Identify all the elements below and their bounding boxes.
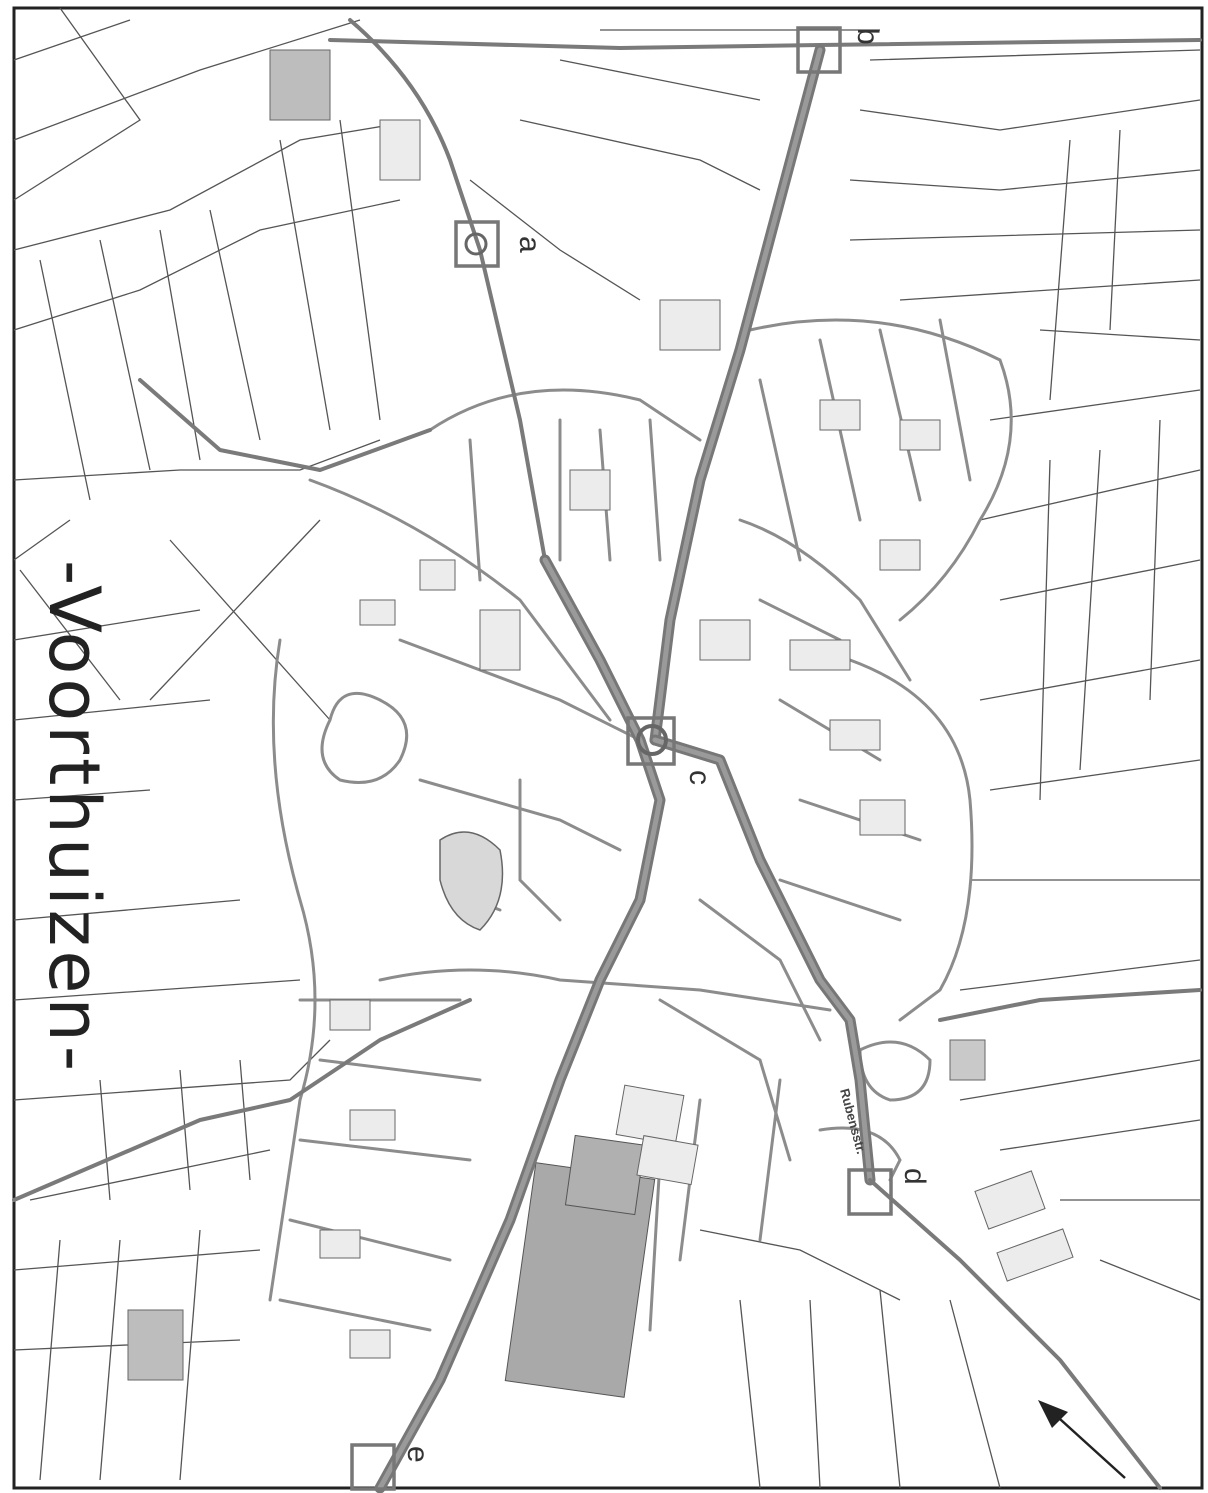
- north-arrow-icon: [1038, 1400, 1126, 1479]
- marker-box-d: [847, 1168, 893, 1216]
- marker-label-c: c: [683, 770, 716, 785]
- marker-label-d: d: [898, 1168, 931, 1185]
- marker-label-e: e: [401, 1446, 434, 1463]
- marker-label-b: b: [851, 28, 884, 45]
- building-blocks: [319, 119, 1074, 1359]
- roundabout-icon: [636, 724, 668, 756]
- town-title: -Voorthuizen-: [33, 560, 115, 1075]
- marker-box-b: [796, 26, 842, 74]
- field-parcels: [13, 7, 1201, 1489]
- pond: [439, 831, 504, 931]
- roundabout-icon: [464, 232, 488, 256]
- roundabouts: [464, 232, 668, 756]
- shaded-parcels: [127, 49, 986, 1398]
- marker-box-e: [350, 1443, 396, 1491]
- marker-label-a: a: [513, 236, 546, 253]
- location-markers: [350, 26, 893, 1491]
- main-roads: [12, 18, 1202, 1493]
- marker-box-c: [626, 716, 676, 766]
- marker-box-a: [454, 220, 500, 268]
- map-border: [12, 6, 1204, 1490]
